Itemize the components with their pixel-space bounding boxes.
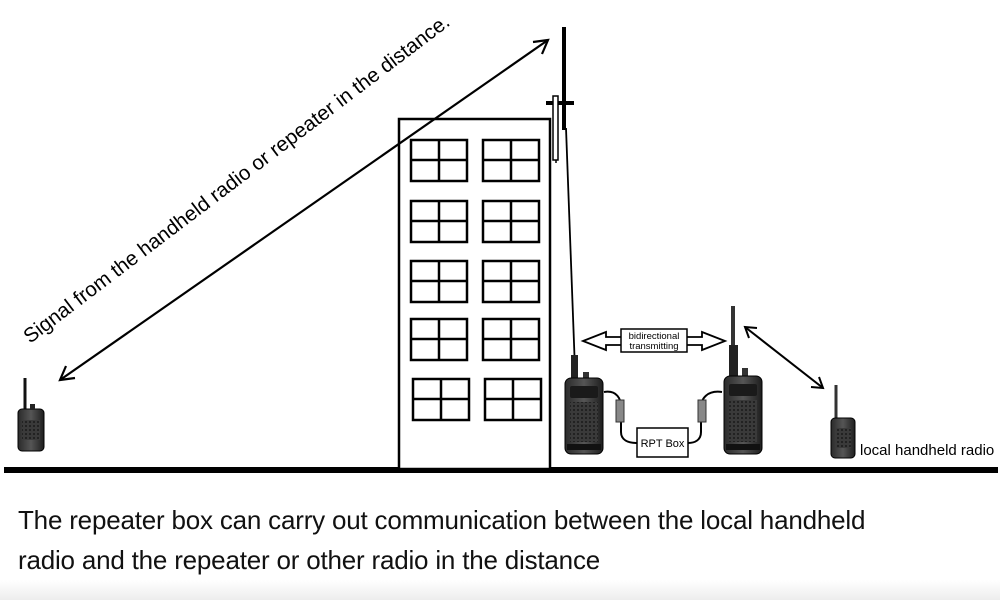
building (397, 117, 552, 471)
rooftop-antenna (546, 27, 576, 371)
rpt-cables (603, 390, 723, 444)
local-radio-label: local handheld radio (860, 442, 994, 459)
repeater-radio-2-icon (723, 306, 763, 455)
distant-radio-icon (17, 378, 45, 452)
caption-line-2: radio and the repeater or other radio in… (18, 545, 601, 575)
rpt-box: RPT Box (636, 427, 689, 458)
signal-label: Signal from the handheld radio or repeat… (19, 10, 454, 348)
signal-arrow (58, 38, 550, 382)
local-link-arrow (743, 325, 825, 390)
building-windows (409, 138, 543, 422)
bidirectional-label-line2: transmitting (629, 341, 678, 352)
bidirectional-label-line1: bidirectional (629, 331, 680, 342)
local-radio-icon (830, 385, 856, 459)
rpt-box-label: RPT Box (641, 438, 685, 450)
caption: The repeater box can carry out communica… (18, 500, 988, 580)
caption-line-1: The repeater box can carry out communica… (18, 505, 866, 535)
repeater-radio-1-icon (564, 355, 604, 455)
bidirectional-arrow: bidirectional transmitting (580, 328, 728, 353)
bottom-shade (0, 580, 1000, 600)
